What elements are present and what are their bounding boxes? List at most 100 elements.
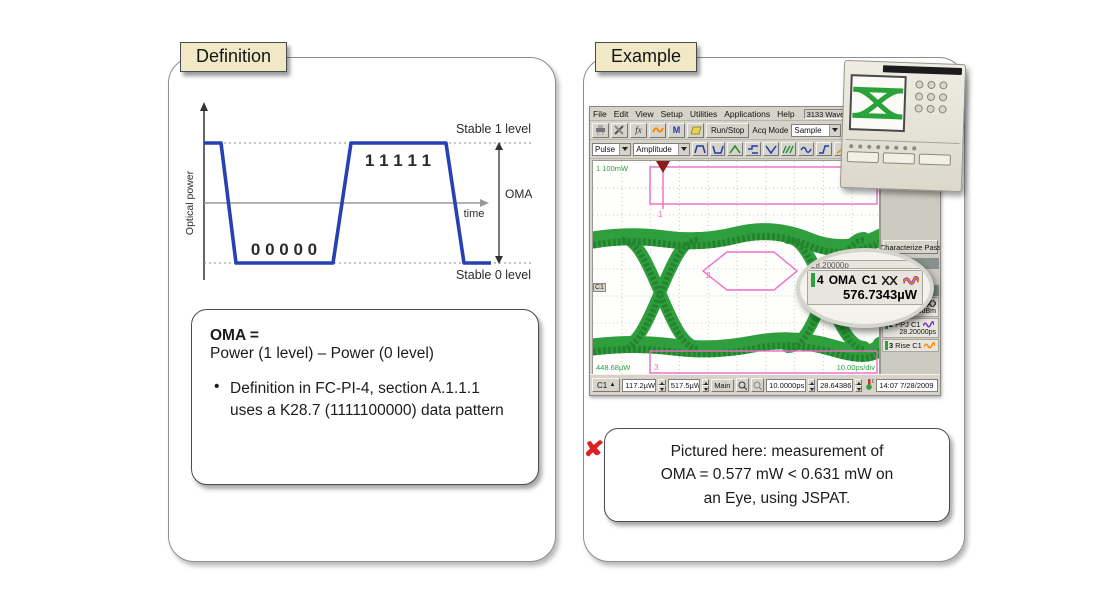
scope-photo-controls (911, 77, 961, 137)
measure-tool-icon-2[interactable] (709, 142, 726, 156)
wave-icon (923, 342, 935, 349)
x-axis-arrow (480, 199, 489, 207)
note-heading: OMA = (210, 327, 259, 344)
measurement-row-rise[interactable]: 3 Rise C1 (882, 339, 939, 352)
y-axis-label: Optical power (184, 170, 196, 235)
menu-view[interactable]: View (635, 108, 654, 119)
category-select[interactable]: Amplitude (633, 142, 691, 156)
scope-photo-front-panel (843, 139, 960, 188)
marker-icon[interactable]: M (668, 122, 685, 138)
definition-tab: Definition (180, 42, 288, 72)
example-caption: Pictured here: measurement of OMA = 0.57… (604, 428, 950, 522)
wave-icon (922, 321, 934, 328)
stable-0-label: Stable 0 level (456, 268, 531, 282)
eye-mask-icon (926, 300, 936, 307)
measure-tool-icon-5[interactable] (762, 142, 779, 156)
x-axis-label: time (464, 208, 485, 220)
menu-file[interactable]: File (593, 108, 607, 119)
example-tab: Example (595, 42, 698, 72)
measurement-source: C1 (912, 341, 922, 350)
vertical-scale-stepper[interactable] (658, 378, 666, 392)
scope-status-bar: C1 ▲ 117.2µW/div 517.5µW Main 10.0000ps … (590, 374, 940, 395)
trigger-marker-icon[interactable] (656, 161, 670, 173)
tools-icon[interactable] (611, 122, 628, 138)
measurement-name: Rise (895, 341, 911, 350)
measurement-index: 4 (811, 273, 824, 287)
bullet-dot: • (214, 378, 220, 395)
callout-partial-row: 28.20000p (807, 260, 923, 269)
zoom-out-icon[interactable] (751, 378, 765, 392)
oma-definition-note: OMA = Power (1 level) – Power (0 level) … (191, 309, 539, 485)
vertical-offset-stepper[interactable] (701, 378, 710, 392)
caption-line-1: Pictured here: measurement of (670, 443, 884, 460)
menu-help[interactable]: Help (777, 108, 795, 119)
measurement-source: C1 (910, 320, 921, 329)
run-stop-button[interactable]: Run/Stop (706, 122, 750, 138)
menu-setup[interactable]: Setup (660, 108, 683, 119)
oma-magnifier-callout: 28.20000p 4 OMA C1 576.7343µW (796, 248, 934, 328)
horizontal-scale-field[interactable]: 10.0000ps (766, 378, 806, 392)
note-bullet-text: Definition in FC-PI-4, section A.1.1.1 u… (230, 380, 504, 420)
measurement-name: PPJ (895, 320, 909, 329)
waveform-icon[interactable] (649, 122, 666, 138)
zoom-in-icon[interactable] (735, 378, 750, 392)
measure-tool-icon-7[interactable] (798, 142, 814, 156)
temperature-icon: C (864, 378, 876, 392)
menu-edit[interactable]: Edit (613, 108, 629, 119)
svg-text:C: C (872, 379, 874, 385)
vertical-offset-field[interactable]: 517.5µW (667, 378, 700, 392)
print-icon[interactable] (592, 122, 609, 138)
scope-photo-top-band (882, 65, 963, 76)
mask3-label: 3 (654, 363, 659, 372)
timebase-readout: 10.00ps/div (836, 363, 875, 372)
mask1-label: 1 (658, 210, 663, 219)
chevron-down-icon (678, 143, 690, 155)
wave-icon (903, 275, 919, 285)
channel-marker[interactable]: C1 (593, 283, 606, 292)
note-formula: Power (1 level) – Power (0 level) (210, 345, 434, 362)
menu-utilities[interactable]: Utilities (689, 108, 718, 119)
acq-mode-select[interactable]: Sample (791, 123, 842, 137)
eraser-icon[interactable] (687, 122, 704, 138)
measurement-name: OMA (828, 273, 857, 287)
eye-mask-icon (882, 275, 898, 285)
callout-oma-row: 4 OMA C1 576.7343µW (807, 270, 923, 305)
source-select[interactable]: Pulse (592, 142, 632, 156)
definition-panel: Definition Optical power time Stable 1 l… (168, 42, 556, 562)
fail-x-icon: ✘ (583, 438, 605, 461)
characterize-button[interactable]: Characterize Pass (881, 240, 940, 254)
optical-waveform-trace (204, 141, 491, 265)
ones-bits-label: 1 1 1 1 1 (365, 151, 431, 170)
horizontal-position-stepper[interactable] (854, 378, 863, 392)
chevron-down-icon (619, 143, 631, 155)
vertical-scale-field[interactable]: 117.2µW/div (622, 378, 657, 392)
mask2-label: 2 (706, 271, 711, 280)
stable-1-label: Stable 1 level (456, 122, 531, 136)
scope-photo-screen (848, 74, 907, 133)
channel-scale-readout: 1 100mW (596, 164, 629, 173)
oscilloscope-photo (839, 59, 967, 193)
menu-applications[interactable]: Applications (724, 108, 771, 119)
oma-waveform-figure: Optical power time Stable 1 level Stable… (184, 102, 532, 282)
measurement-source: C1 (861, 273, 878, 287)
datetime-field: 14:07 7/28/2009 (876, 378, 939, 392)
acq-mode-label: Acq Mode (752, 125, 789, 135)
main-view-button[interactable]: Main (711, 378, 734, 392)
caption-line-2: OMA = 0.577 mW < 0.631 mW on (660, 466, 894, 484)
eye-diagram: 1 2 3 (593, 161, 879, 375)
measure-tool-icon-3[interactable] (727, 142, 744, 156)
measure-tool-icon-6[interactable] (780, 142, 797, 156)
horizontal-position-field[interactable]: 28.64386 (817, 378, 853, 392)
measure-tool-icon-4[interactable] (745, 142, 761, 156)
caption-line-3: an Eye, using JSPAT. (703, 489, 851, 507)
channel-button[interactable]: C1 ▲ (592, 378, 621, 392)
example-panel: Example File Edit View Setup Utilities A… (583, 42, 967, 562)
function-fx-icon[interactable]: fx (630, 122, 647, 138)
chevron-down-icon (829, 124, 841, 136)
y-axis-arrow (200, 102, 208, 111)
horizontal-scale-stepper[interactable] (807, 378, 816, 392)
measure-tool-icon-8[interactable] (815, 142, 832, 156)
oma-value: 576.7343µW (843, 287, 917, 302)
measure-tool-icon-1[interactable] (692, 142, 708, 156)
